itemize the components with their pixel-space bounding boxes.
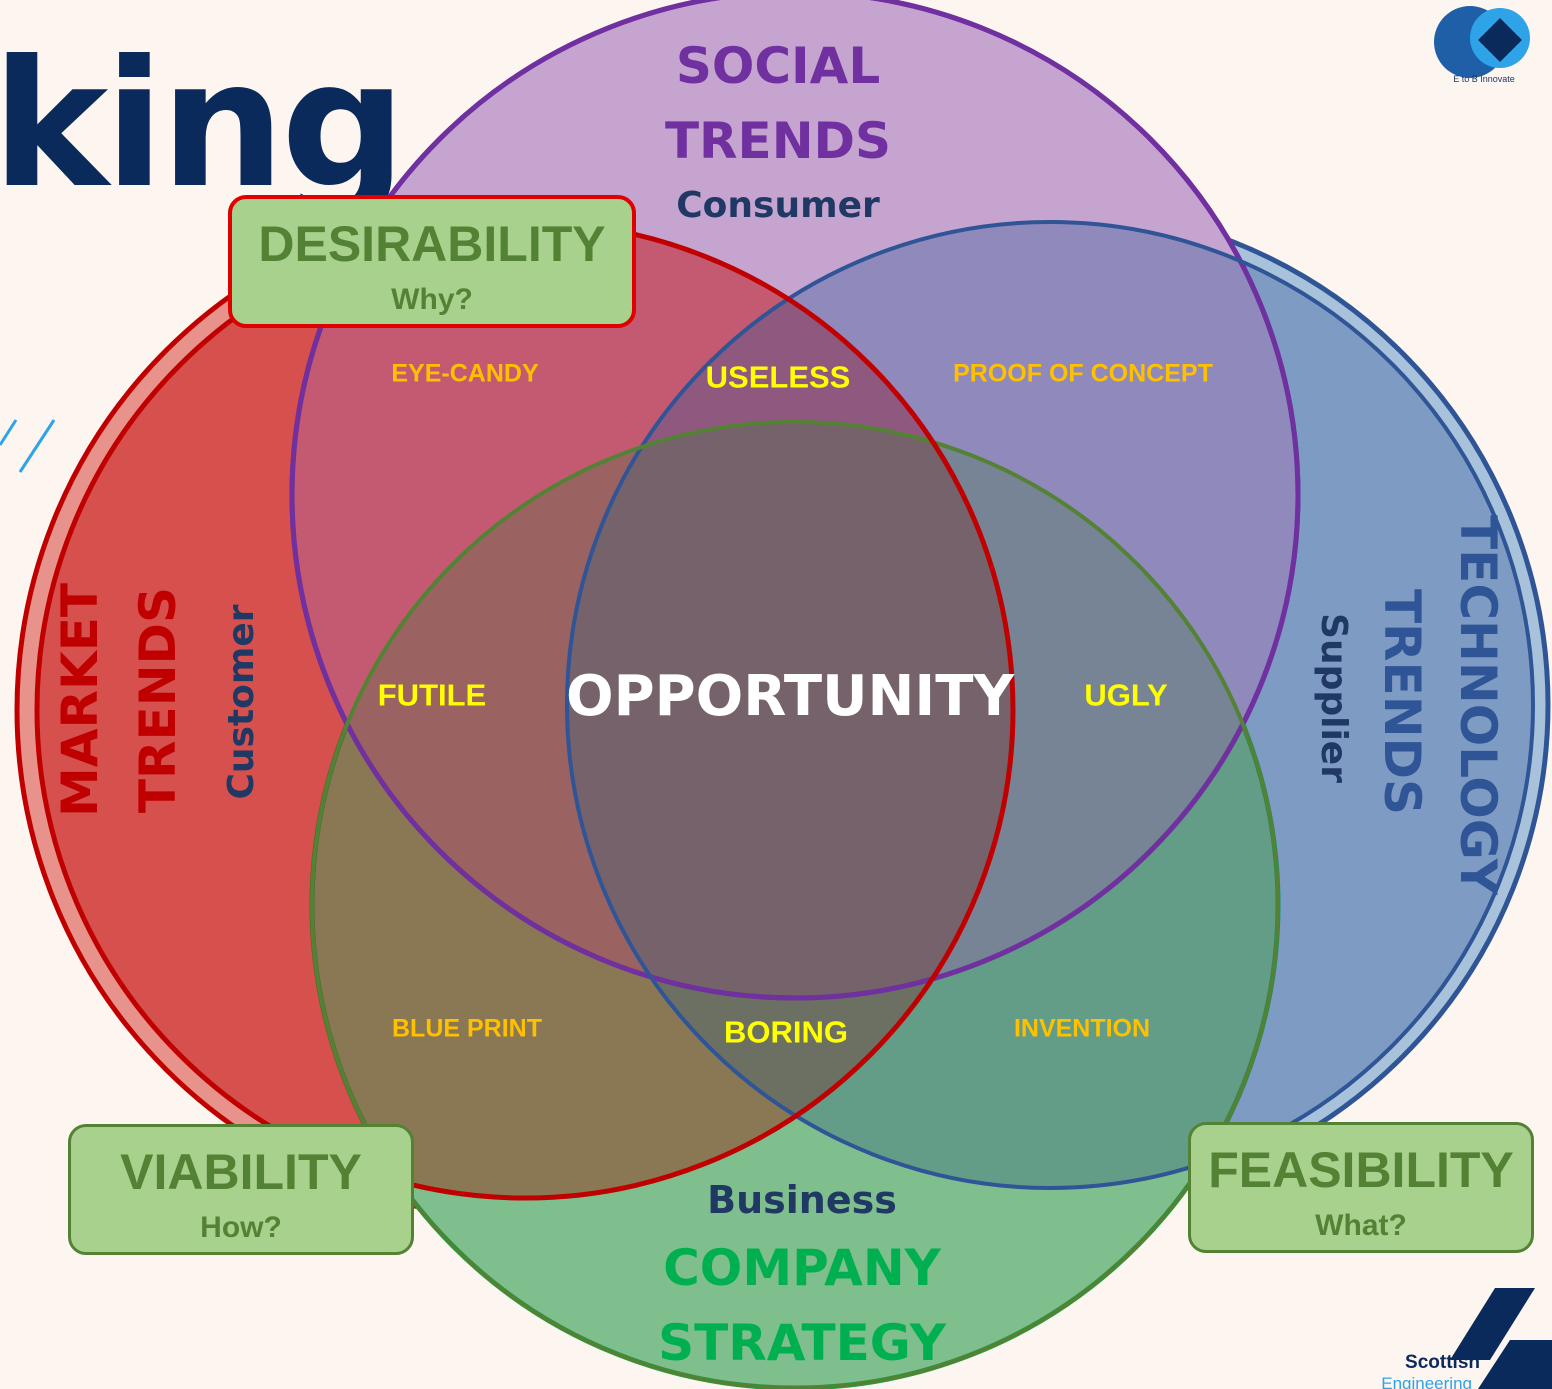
inner-feasibility-ring (565, 220, 1535, 1190)
eb-logo-caption: E to B Innovate (1453, 74, 1515, 84)
desirability-question: Why? (391, 283, 473, 316)
scottish-logo-line2: Engineering (1381, 1374, 1472, 1389)
zone-proof-of-concept: PROOF OF CONCEPT (953, 359, 1213, 388)
zone-ugly: UGLY (1084, 677, 1168, 713)
social-subtitle: Consumer (676, 185, 880, 226)
market-subtitle: Customer (221, 604, 262, 800)
desirability-box: DESIRABILITY Why? (228, 195, 636, 328)
feasibility-circle (567, 222, 1533, 1188)
decor-slash-2 (18, 419, 56, 473)
viability-title: VIABILITY (120, 1144, 362, 1200)
social-title-line2: TRENDS (664, 112, 892, 170)
scottish-engineering-logo: Scottish Engineering (1381, 1288, 1552, 1389)
desirability-title: DESIRABILITY (258, 216, 606, 272)
technology-title-line1: TECHNOLOGY (1449, 515, 1507, 895)
social-title-line1: SOCIAL (675, 37, 881, 95)
desirability-circle (37, 222, 1013, 1198)
inner-viability-ring (310, 420, 1280, 1389)
feasibility-question: What? (1315, 1209, 1407, 1242)
zone-invention: INVENTION (1013, 1014, 1151, 1043)
company-title-line1: COMPANY (663, 1239, 941, 1297)
zone-eye-candy: EYE-CANDY (391, 359, 539, 388)
technology-title-line2: TRENDS (1373, 588, 1431, 816)
viability-question: How? (200, 1211, 282, 1244)
company-title-line2: STRATEGY (658, 1314, 946, 1372)
technology-subtitle: Supplier (1313, 613, 1354, 783)
scottish-logo-line1: Scottish (1405, 1352, 1480, 1373)
zone-futile: FUTILE (377, 677, 487, 713)
company-subtitle: Business (707, 1178, 897, 1222)
zone-useless: USELESS (705, 359, 851, 395)
zone-blue-print: BLUE PRINT (392, 1014, 542, 1043)
inner-social-ring (289, 0, 1301, 1001)
market-title-line2: TRENDS (129, 586, 187, 814)
zone-opportunity: OPPORTUNITY (565, 664, 1015, 729)
feasibility-title: FEASIBILITY (1208, 1142, 1514, 1198)
viability-circle (312, 422, 1278, 1388)
decor-slash-1 (0, 419, 18, 446)
title-fragment: king (0, 24, 402, 227)
viability-box: VIABILITY How? (68, 1124, 414, 1255)
eb-logo: E to B Innovate (1434, 6, 1530, 84)
market-title-line1: MARKET (51, 583, 109, 817)
zone-boring: BORING (724, 1014, 848, 1050)
feasibility-box: FEASIBILITY What? (1188, 1122, 1534, 1253)
